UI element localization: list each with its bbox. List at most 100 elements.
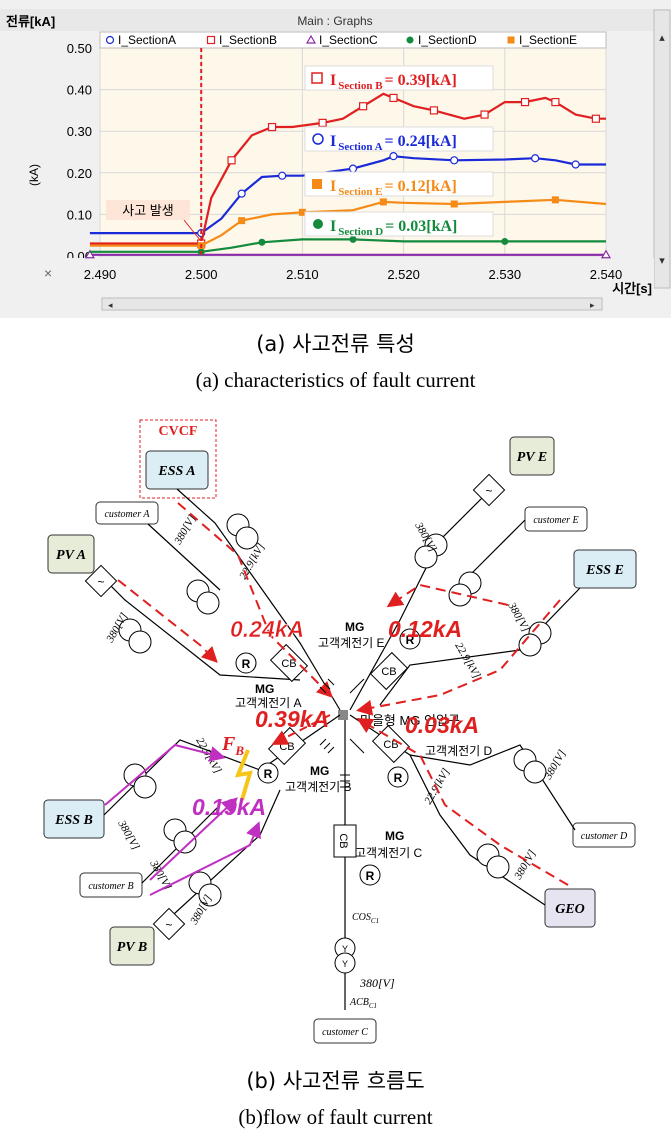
legend-marker-I_SectionA xyxy=(105,35,115,45)
data-point-I_SectionB xyxy=(389,93,398,103)
customer-a-label: customer A xyxy=(104,509,150,520)
kv-label-e: 22.9[kV] xyxy=(452,641,482,681)
legend-label-I_SectionA: I_SectionA xyxy=(118,33,176,47)
village-mg-bus xyxy=(338,710,348,720)
x-tick-label: 2.500 xyxy=(185,267,218,282)
customer-a-box xyxy=(95,501,159,525)
current-b2-label: 0.19kA xyxy=(192,794,266,820)
flow-arrow-ess-b xyxy=(104,743,226,806)
data-point-I_SectionA xyxy=(389,152,398,161)
marker-square-filled-icon xyxy=(312,179,322,189)
customer-c-label: customer C xyxy=(322,1027,368,1038)
flow-arrow-e1 xyxy=(386,583,509,608)
series-line-I_SectionE xyxy=(89,198,607,247)
data-point-I_SectionB xyxy=(318,118,327,127)
marker-square-open-icon xyxy=(311,72,323,84)
data-point-I_SectionE xyxy=(450,200,458,208)
ess-e-label: ESS E xyxy=(585,563,624,578)
transformer-a2-bottom xyxy=(196,591,220,615)
transformer-b3-bottom xyxy=(198,883,222,907)
mg-c-label: MG xyxy=(385,829,404,843)
pv-b-label: PV B xyxy=(117,940,147,955)
branch-c: CB R MG 고객계전기 C Y Y COSC1 380[V] ACBC1 c… xyxy=(313,720,423,1044)
data-point-I_SectionB xyxy=(551,97,560,107)
vertical-scrollbar[interactable] xyxy=(653,9,671,289)
ess-b-box xyxy=(43,799,105,839)
svg-text:Y: Y xyxy=(342,959,348,969)
transformer-d2-bottom xyxy=(486,855,510,879)
data-point-I_SectionB xyxy=(359,102,368,111)
ess-a-label: ESS A xyxy=(157,464,195,479)
data-point-I_SectionE xyxy=(551,196,559,204)
data-point-I_SectionA xyxy=(278,171,287,180)
transformer-e1-bottom xyxy=(414,545,438,569)
cb-a xyxy=(269,643,309,683)
transformer-d1-bottom xyxy=(523,760,547,784)
data-point-I_SectionC xyxy=(600,249,612,259)
transformer-b2-bottom xyxy=(173,830,197,854)
svg-text:CB: CB xyxy=(281,658,296,670)
close-icon[interactable]: × xyxy=(44,265,52,281)
flow-diagram-svg: 마을형 MG 인입구 CVCF ESS A customer A PV A ~ … xyxy=(43,419,637,1044)
data-point-I_SectionB xyxy=(267,122,277,132)
data-point-I_SectionB xyxy=(480,110,489,119)
scroll-right-arrow[interactable]: ▸ xyxy=(590,300,595,310)
y-tick-labels: 0.000.100.200.300.400.50 xyxy=(67,41,92,264)
data-point-I_SectionB xyxy=(591,114,600,123)
customer-e-box xyxy=(524,506,588,532)
fault-current-chart: Main : Graphs ▴ ▾ 전류[kA] (kA) 0.000.100.… xyxy=(0,0,671,318)
svg-text:R: R xyxy=(242,657,251,671)
horizontal-scrollbar[interactable] xyxy=(101,297,603,311)
ess-e-box xyxy=(573,549,637,589)
v380-label-d: 380[V] xyxy=(542,748,569,782)
relay-b-icon xyxy=(257,762,279,784)
data-point-I_SectionC xyxy=(84,249,95,259)
caption-a-korean: (a) 사고전류 특성 xyxy=(256,332,415,356)
fault-current-flow-diagram: 마을형 MG 인입구 CVCF ESS A customer A PV A ~ … xyxy=(0,405,671,1060)
transformer-a1-bottom xyxy=(235,526,259,550)
x-tick-label: 2.490 xyxy=(84,267,117,282)
fault-lightning-icon xyxy=(234,749,253,801)
scroll-up-arrow[interactable]: ▴ xyxy=(659,32,665,44)
scroll-left-arrow[interactable]: ◂ xyxy=(108,300,113,310)
data-point-I_SectionB xyxy=(520,97,530,107)
y-tick-label: 0.50 xyxy=(67,41,92,56)
legend-label-I_SectionC: I_SectionC xyxy=(319,33,378,47)
data-point-I_SectionD xyxy=(501,237,509,245)
customer-b-box xyxy=(79,872,143,898)
branch-d: customer D GEO 380[V] 22.9[kV] 380[V] CB… xyxy=(349,712,636,928)
cb-c xyxy=(333,824,357,858)
meter-a-label: 고객계전기 A xyxy=(235,696,302,710)
x-tick-label: 2.510 xyxy=(286,267,319,282)
data-point-I_SectionA xyxy=(531,154,540,163)
flow-arrow-pv-a xyxy=(117,579,218,663)
legend-label-I_SectionD: I_SectionD xyxy=(418,33,477,47)
mg-a-label: MG xyxy=(255,682,274,696)
inverter-ac-glyph: ~ xyxy=(97,575,104,589)
x-tick-label: 2.540 xyxy=(590,267,623,282)
pv-a-inverter-icon xyxy=(84,564,118,598)
cvcf-box xyxy=(139,419,217,499)
y-tick-label: 0.40 xyxy=(67,83,92,98)
data-point-I_SectionD xyxy=(349,235,357,243)
geo-box xyxy=(544,888,596,928)
current-b-label: 0.39kA xyxy=(255,706,329,732)
customer-d-label: customer D xyxy=(581,831,628,842)
transformer-c-bottom xyxy=(334,952,356,974)
flow-arrow-a xyxy=(177,502,333,698)
scroll-down-arrow[interactable]: ▾ xyxy=(659,255,665,267)
v380-label-b: 380[V] xyxy=(115,818,142,852)
svg-text:R: R xyxy=(366,869,375,883)
marker-circle-open-icon xyxy=(312,133,324,145)
y-tick-label: 0.20 xyxy=(67,166,92,181)
transformer-e3-bottom xyxy=(518,633,542,657)
pv-b-box xyxy=(109,926,155,966)
svg-text:CB: CB xyxy=(337,833,349,848)
meter-e-label: 고객계전기 E xyxy=(318,636,385,650)
meter-d-label: 고객계전기 D xyxy=(425,744,493,758)
window-title: Main : Graphs xyxy=(297,14,372,28)
